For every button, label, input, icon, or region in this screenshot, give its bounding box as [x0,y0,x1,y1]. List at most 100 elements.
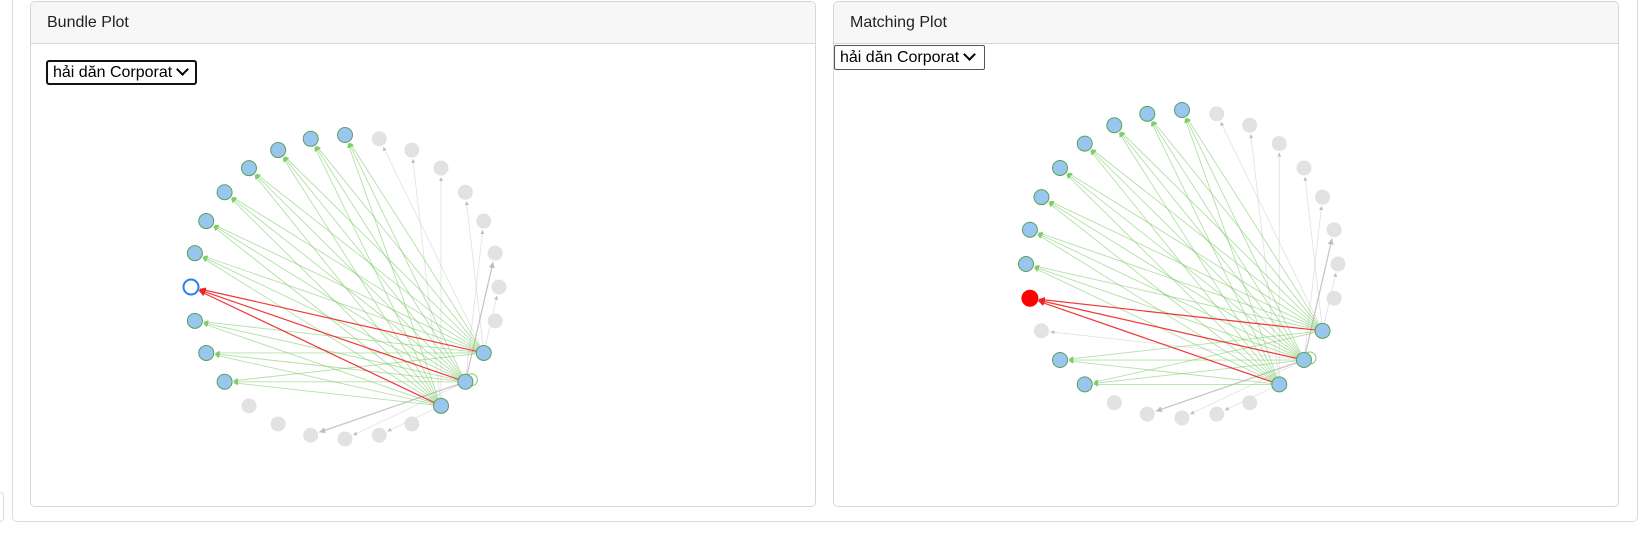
graph-node[interactable] [198,344,215,361]
edge [465,229,485,382]
edge [464,201,485,353]
edge [347,143,442,406]
edge [1066,173,1305,361]
edge [1038,298,1305,361]
edge [1048,202,1280,385]
edge [214,353,442,407]
edges [198,142,499,436]
graph-node[interactable] [1314,322,1331,339]
graph-node[interactable] [337,127,353,143]
matching-company-select[interactable]: hải dăn Corporat [834,45,985,70]
graph-node[interactable] [216,373,233,390]
edge [464,261,495,382]
graph-node[interactable] [1326,222,1342,238]
edge [1038,300,1280,385]
graph-node[interactable] [404,416,420,432]
graph-node[interactable] [1021,221,1038,238]
graph-node[interactable] [487,313,503,329]
outer-frame [12,0,1638,522]
graph-node[interactable] [1018,256,1034,272]
graph-node[interactable] [337,431,353,447]
edge [213,226,442,407]
graph-node[interactable] [1330,256,1346,272]
edge [1049,200,1323,332]
graph-node[interactable] [1174,410,1190,426]
edge [198,290,442,407]
graph-node[interactable] [491,279,507,295]
graph-node[interactable] [1106,395,1122,411]
graph-node[interactable] [302,130,319,147]
graph-node[interactable] [216,184,233,201]
graph-node[interactable] [1052,159,1069,176]
graph-node[interactable] [1021,289,1039,307]
bundle-company-select[interactable]: hải dăn Corporat [46,60,197,85]
matching-graph[interactable] [834,44,1619,507]
graph-node[interactable] [1052,352,1069,369]
graph-node[interactable] [371,427,387,443]
edge [352,381,466,436]
graph-node[interactable] [1174,102,1190,118]
graph-node[interactable] [1315,189,1331,205]
graph-node[interactable] [475,344,492,361]
edge [1033,267,1280,385]
edge [1066,173,1280,385]
graph-node[interactable] [476,213,492,229]
graph-node[interactable] [1209,406,1225,422]
edge [1068,359,1280,385]
graph-node[interactable] [1033,323,1049,339]
graph-node[interactable] [1209,106,1225,122]
edge [215,352,466,383]
edge [230,198,442,407]
graph-node[interactable] [270,416,286,432]
graph-node[interactable] [371,131,387,147]
graph-node[interactable] [1076,135,1093,152]
graph-node[interactable] [433,160,449,176]
edge [316,145,485,354]
graph-node[interactable] [1271,136,1287,152]
graph-node[interactable] [240,160,257,177]
graph-node[interactable] [182,278,200,296]
graph-node[interactable] [1295,352,1312,369]
graph-node[interactable] [1296,160,1312,176]
graph-node[interactable] [487,245,503,261]
edge [1090,149,1305,361]
edge [1184,118,1280,385]
edge [1090,150,1280,385]
graph-node[interactable] [186,245,203,262]
graph-node[interactable] [1076,376,1093,393]
edge [1303,176,1323,331]
edge [203,320,484,354]
graph-node[interactable] [1242,117,1258,133]
graph-node[interactable] [1242,395,1258,411]
graph-node[interactable] [457,184,473,200]
graph-node[interactable] [198,213,215,230]
edges [1033,117,1338,415]
edge [233,381,442,407]
graph-node[interactable] [1326,290,1342,306]
edge [254,174,442,407]
graph-node[interactable] [241,398,257,414]
graph-node[interactable] [186,312,203,329]
graph-node[interactable] [1139,105,1156,122]
edge [231,197,466,383]
edge [1150,121,1280,385]
graph-node[interactable] [1106,117,1123,134]
edge [1185,117,1305,361]
graph-node[interactable] [404,142,420,158]
graph-node[interactable] [303,427,319,443]
edge [1189,359,1305,415]
graph-node[interactable] [457,373,474,390]
edge [203,321,466,383]
edge [348,142,466,382]
graph-node[interactable] [433,397,450,414]
graph-node[interactable] [1271,376,1288,393]
graph-node[interactable] [1033,189,1050,206]
edge [382,146,485,354]
edge [1037,234,1280,385]
graph-node[interactable] [270,142,287,159]
left-edge-tab[interactable] [0,492,4,522]
edge [214,224,484,354]
graph-node[interactable] [1139,406,1155,422]
bundle-graph[interactable] [31,44,816,507]
edge [1037,233,1305,361]
